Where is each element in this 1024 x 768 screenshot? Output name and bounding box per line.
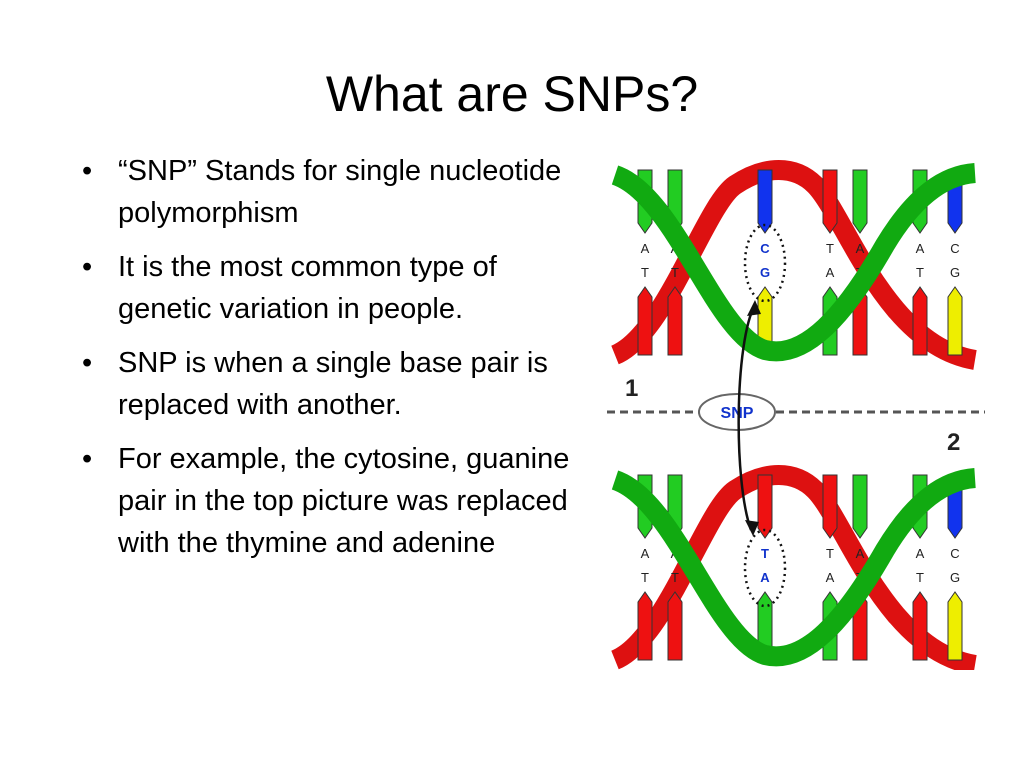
base-letter-top: C [950,546,959,561]
base-bar-bottom [947,286,963,356]
dna-strand-green [611,163,977,362]
slide-title: What are SNPs? [325,66,699,122]
base-letter-bottom: A [826,570,835,585]
base-letter-top: C [760,241,770,256]
bullet-dot-icon: • [82,347,93,379]
base-letter-top: T [826,546,834,561]
base-letter-bottom: G [760,265,770,280]
strand-label-2: 2 [947,429,960,456]
base-bar-bottom [912,286,928,356]
base-bar-bottom [667,286,683,356]
bullet-text: It is the most common type of genetic va… [118,251,497,325]
bullet-item: • SNP is when a single base pair is repl… [76,342,576,426]
base-letter-top: C [950,241,959,256]
base-bar-top [822,474,838,539]
bullet-text: “SNP” Stands for single nucleotide polym… [118,155,562,229]
base-pair: TA [757,474,773,661]
base-bar-bottom [637,591,653,661]
arrow-head-up-icon [747,300,761,316]
bullet-item: • “SNP” Stands for single nucleotide poly… [76,150,576,234]
base-pair: CG [947,474,963,661]
base-bar-top [822,169,838,234]
dna-strand-green [611,468,977,667]
base-bar-bottom [637,286,653,356]
base-bar-bottom [667,591,683,661]
base-bar-top [757,169,773,234]
base-bar-top [852,169,868,234]
arrow-head-down-icon [745,520,759,536]
bullet-item: • It is the most common type of genetic v… [76,246,576,330]
snp-highlight-oval-bottom [743,528,787,608]
base-letter-top: A [856,241,865,256]
base-bar-top [757,474,773,539]
base-letter-bottom: G [950,265,960,280]
base-letter-top: A [641,241,650,256]
bullet-dot-icon: • [82,155,93,187]
base-letter-bottom: T [641,265,649,280]
base-letter-bottom: A [760,570,770,585]
bullet-item: • For example, the cytosine, guanine pai… [76,438,576,564]
snp-arrow-line [737,304,757,531]
base-letter-top: T [826,241,834,256]
bullet-text: SNP is when a single base pair is replac… [118,347,548,421]
base-letter-bottom: T [916,265,924,280]
base-letter-top: A [916,546,925,561]
base-pair: CG [757,169,773,356]
base-letter-bottom: T [671,265,679,280]
base-letter-bottom: T [916,570,924,585]
snp-label: SNP [721,405,754,422]
snp-oval [698,393,776,431]
bullet-dot-icon: • [82,251,93,283]
strand-label-1: 1 [625,375,638,402]
base-bar-bottom [947,591,963,661]
base-letter-bottom: A [826,265,835,280]
snp-highlight-oval-top [743,223,787,303]
base-letter-top: A [916,241,925,256]
base-letter-bottom: G [950,570,960,585]
dna-strand-red [610,160,978,370]
base-pair: CG [947,169,963,356]
base-letter-top: A [641,546,650,561]
base-letter-top: A [856,546,865,561]
base-bar-bottom [912,591,928,661]
base-letter-top: T [761,546,769,561]
base-letter-bottom: T [641,570,649,585]
dna-strand-red [610,465,978,675]
base-bar-top [852,474,868,539]
base-letter-bottom: T [671,570,679,585]
bullet-list: • “SNP” Stands for single nucleotide poly… [76,150,576,576]
bullet-dot-icon: • [82,443,93,475]
bullet-text: For example, the cytosine, guanine pair … [118,443,570,559]
